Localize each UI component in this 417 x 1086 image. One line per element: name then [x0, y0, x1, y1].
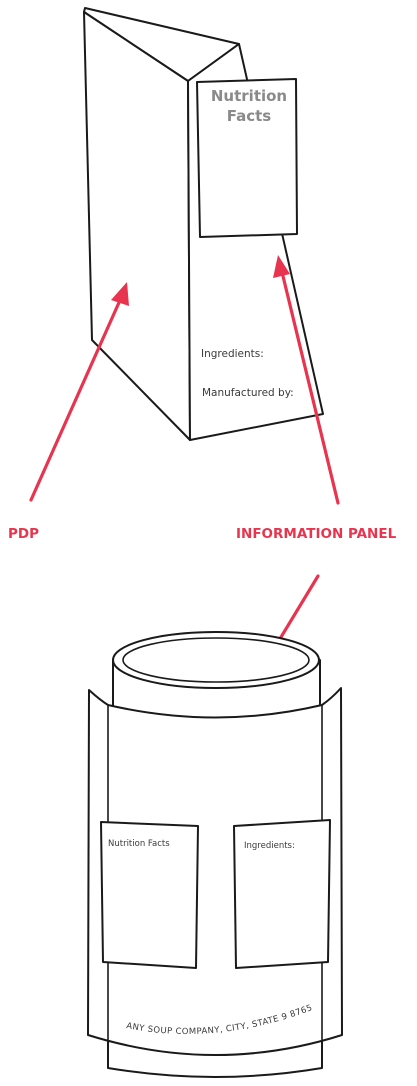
pdp-arrow-line	[29, 296, 123, 502]
can-top-lid	[112, 631, 320, 689]
pdp-label: PDP	[8, 526, 39, 542]
soup-can: Nutrition Facts Ingredients: ANY SOUP CO…	[87, 631, 343, 1078]
box-package: Nutrition Facts Ingredients: Manufacture…	[83, 7, 324, 441]
info-panel-box-arrow-line	[280, 270, 340, 505]
can-ingredients-label: Ingredients:	[244, 841, 295, 851]
box-nutrition-title-line1: Nutrition	[211, 87, 287, 105]
information-panel-label: INFORMATION PANEL	[236, 526, 397, 542]
box-nutrition-facts-panel	[196, 78, 298, 238]
box-nutrition-title-line2: Facts	[227, 107, 272, 125]
can-ingredients-panel	[233, 819, 331, 969]
can-nutrition-facts-label: Nutrition Facts	[108, 839, 170, 849]
can-top-lid-inner	[122, 637, 310, 683]
box-front-face-pdp	[83, 11, 191, 441]
can-nutrition-facts-panel	[100, 821, 199, 969]
box-ingredients-label: Ingredients:	[201, 348, 264, 360]
box-manufactured-label: Manufactured by:	[202, 387, 294, 399]
pdp-arrowhead	[111, 282, 129, 306]
info-panel-box-arrowhead	[273, 255, 290, 278]
